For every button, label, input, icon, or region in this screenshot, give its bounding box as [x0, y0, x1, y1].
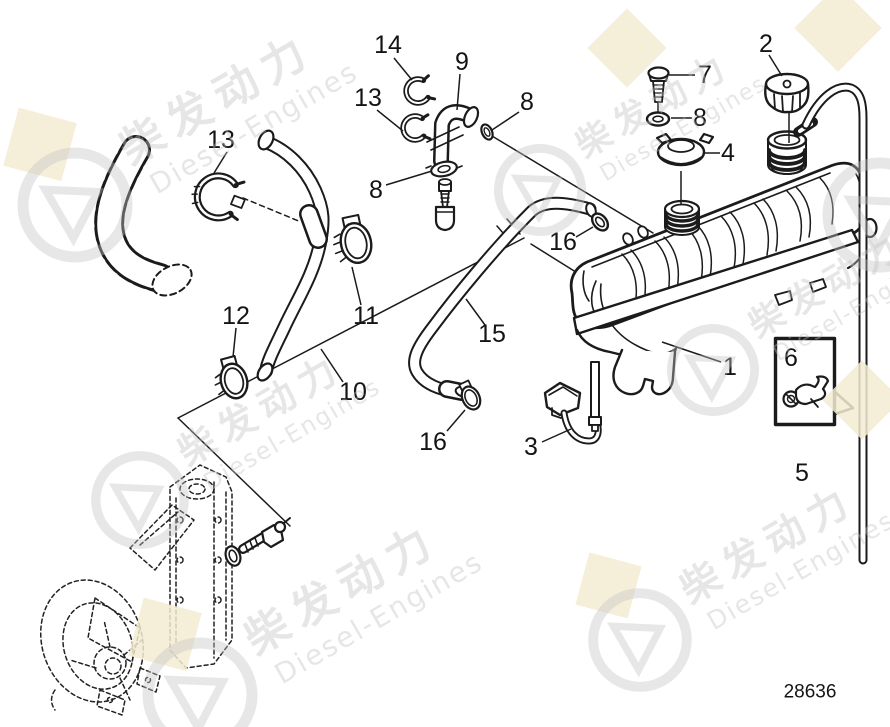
clip-14 [403, 74, 437, 106]
hose-10 [256, 129, 330, 382]
callout-label-1: 1 [723, 353, 737, 381]
expansion-tank [569, 130, 878, 396]
bleed-fitting [224, 517, 291, 567]
clamp-11 [333, 213, 373, 265]
drawing-number: 28636 [784, 682, 837, 703]
right-filler-neck [766, 130, 808, 175]
callout-label-10: 10 [339, 378, 367, 406]
callout-label-2: 2 [759, 30, 773, 58]
callout-label-8: 8 [520, 88, 534, 116]
callout-label-11: 11 [353, 302, 379, 330]
washer-8-screw [645, 111, 671, 127]
callout-label-8: 8 [693, 104, 707, 132]
callout-label-9: 9 [455, 48, 469, 76]
watermark-block: 柴发动力 Diesel-Engines [575, 476, 890, 692]
callout-label-5: 5 [795, 459, 809, 487]
callout-label-7: 7 [698, 61, 712, 89]
washer-16-upper [590, 212, 610, 232]
watermark-diamond [794, 0, 882, 72]
callout-label-13: 13 [207, 126, 235, 154]
cap-4 [655, 132, 715, 167]
left-filler-neck [663, 199, 701, 236]
cap-2 [764, 72, 810, 114]
sensor-3 [543, 361, 602, 445]
callout-label-16: 16 [419, 428, 447, 456]
reference-hose [94, 135, 193, 297]
callout-label-15: 15 [478, 320, 506, 348]
clamp-16-lower [458, 379, 482, 411]
washer-8-small [480, 123, 494, 141]
callout-label-13: 13 [354, 84, 382, 112]
callout-label-8: 8 [369, 176, 383, 204]
clip-13-left [191, 172, 246, 222]
callout-label-14: 14 [374, 31, 402, 59]
screw-7 [647, 66, 670, 112]
callout-label-12: 12 [222, 302, 250, 330]
washer-8-elbow [425, 160, 463, 178]
callout-label-16: 16 [549, 228, 577, 256]
banjo-bolt [434, 178, 456, 232]
callout-label-3: 3 [524, 433, 538, 461]
callout-label-6: 6 [784, 344, 798, 372]
watermark-block [822, 157, 890, 273]
elbow-pipe-9 [426, 104, 480, 169]
callout-label-4: 4 [721, 139, 735, 167]
leader-lines [213, 54, 790, 443]
clamp-12 [214, 355, 249, 400]
clip-13-middle [400, 113, 432, 143]
overflow-hose [793, 82, 868, 565]
